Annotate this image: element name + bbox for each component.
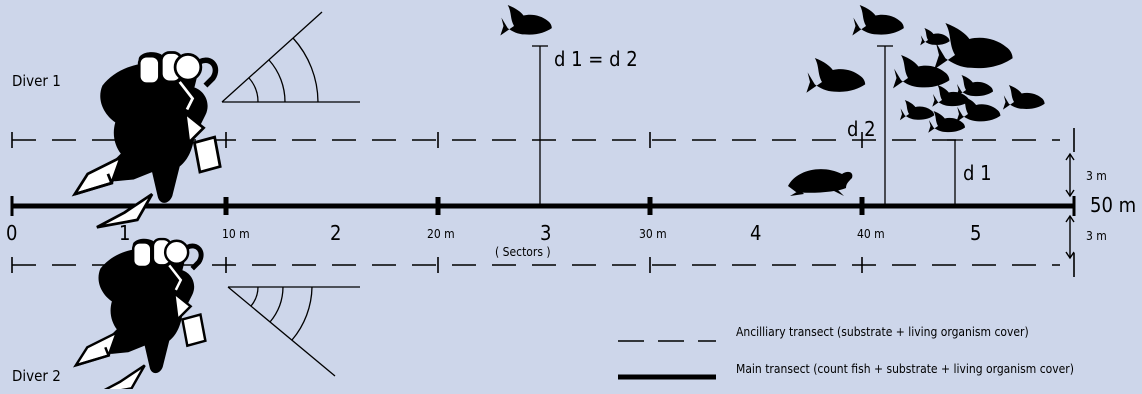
- legend-main: Main transect (count fish + substrate + …: [736, 362, 1074, 376]
- fish-icon: [900, 100, 934, 120]
- legend: Ancilliary transect (substrate + living …: [618, 325, 1074, 377]
- diver-1-label: Diver 1: [12, 72, 61, 90]
- distance-mark: 30 m: [639, 227, 667, 241]
- start-label: 0: [6, 221, 17, 245]
- d1-label: d 1: [963, 161, 992, 185]
- sectors-label: ( Sectors ): [495, 245, 551, 259]
- legend-ancillary: Ancilliary transect (substrate + living …: [736, 325, 1029, 339]
- end-label: 50 m: [1090, 193, 1136, 217]
- distance-mark: 40 m: [857, 227, 885, 241]
- sector-number: 1: [119, 221, 130, 245]
- sector-number: 4: [750, 221, 761, 245]
- sector-number: 5: [970, 221, 981, 245]
- turtle-icon: [788, 169, 852, 196]
- fish-icon: [934, 23, 1012, 69]
- offset-upper-label: 3 m: [1086, 169, 1107, 183]
- fish-icon: [932, 85, 969, 107]
- fish-icon: [806, 58, 865, 93]
- offset-lower-label: 3 m: [1086, 229, 1107, 243]
- main-transect: [12, 196, 1074, 216]
- distance-mark: 20 m: [427, 227, 455, 241]
- distance-mark: 10 m: [222, 227, 250, 241]
- fish-icon: [500, 5, 551, 35]
- fish-icon: [956, 75, 993, 97]
- fish-icon: [852, 5, 903, 35]
- view-angle-lower: [228, 287, 360, 376]
- diver-2-icon: [76, 239, 206, 389]
- distance-equal-label: d 1 = d 2: [554, 47, 638, 71]
- fish-icon: [1003, 85, 1045, 110]
- sector-number: 3: [540, 221, 551, 245]
- fish-icon: [920, 28, 949, 45]
- d2-label: d 2: [847, 117, 876, 141]
- view-angle-upper: [222, 12, 360, 102]
- sector-number: 2: [330, 221, 341, 245]
- diver-2-label: Diver 2: [12, 367, 61, 385]
